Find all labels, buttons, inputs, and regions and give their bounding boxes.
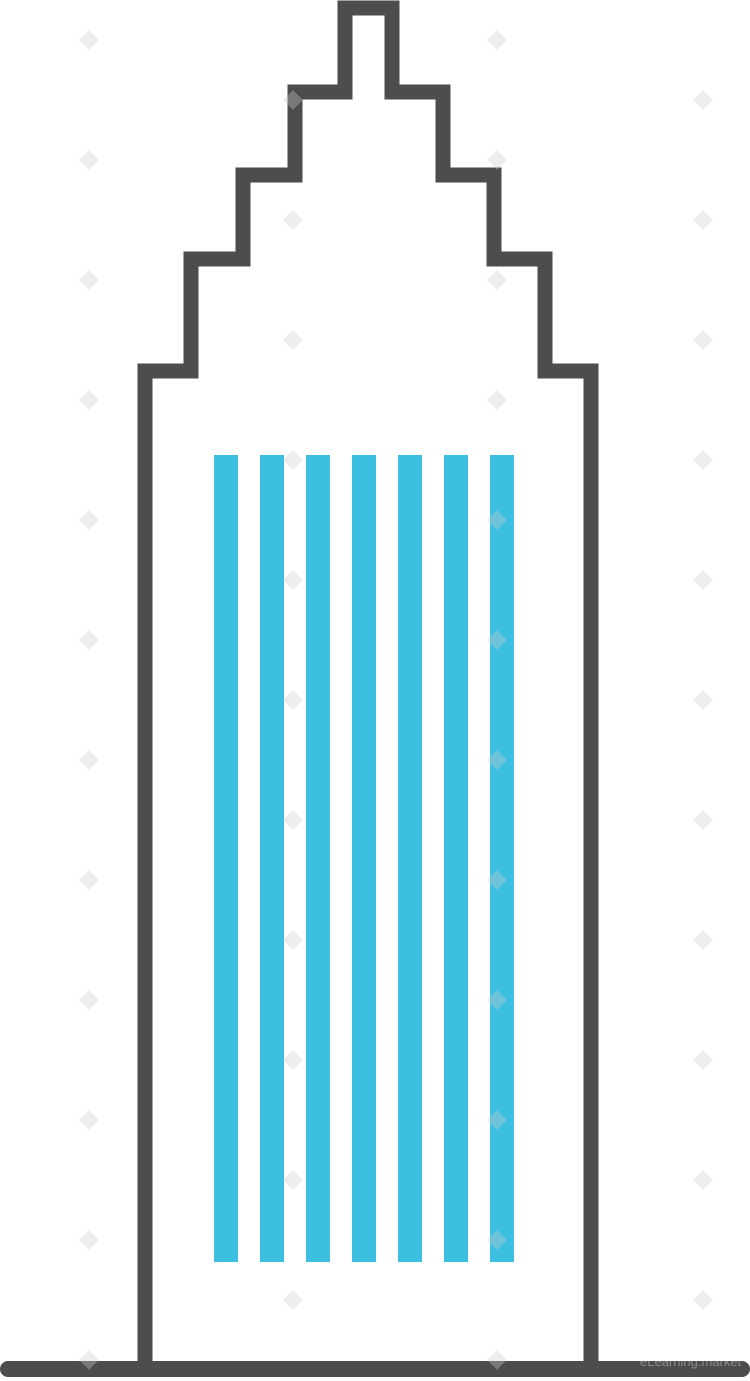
watermark-diamond [487, 1350, 507, 1370]
window-strip-6 [444, 455, 468, 1262]
watermark-diamond [487, 510, 507, 530]
watermark-diamond [283, 330, 303, 350]
window-strip-5 [398, 455, 422, 1262]
watermark-diamond [283, 450, 303, 470]
watermark-diamond [693, 330, 713, 350]
watermark-diamond [487, 390, 507, 410]
watermark-diamond [283, 810, 303, 830]
watermark-diamond [487, 990, 507, 1010]
watermark-diamond [693, 450, 713, 470]
watermark-diamond [283, 570, 303, 590]
window-strip-2 [260, 455, 284, 1262]
watermark-diamond [487, 1110, 507, 1130]
watermark-diamond [693, 90, 713, 110]
watermark-diamond [487, 630, 507, 650]
watermark-diamond [79, 1230, 99, 1250]
watermark-diamond [79, 1350, 99, 1370]
window-strip-4 [352, 455, 376, 1262]
window-strip-1 [214, 455, 238, 1262]
watermark-diamond [693, 1170, 713, 1190]
watermark-diamond [693, 930, 713, 950]
watermark-text: eLearning.market [640, 1354, 742, 1369]
watermark-diamond [693, 210, 713, 230]
watermark-diamond [487, 270, 507, 290]
watermark-diamond [283, 690, 303, 710]
watermark-diamond [283, 1290, 303, 1310]
window-strip-3 [306, 455, 330, 1262]
watermark-diamond [693, 1290, 713, 1310]
watermark-diamond [693, 1050, 713, 1070]
watermark-diamond [79, 750, 99, 770]
watermark-diamond [79, 510, 99, 530]
watermark-diamond [487, 150, 507, 170]
watermark-diamond [79, 30, 99, 50]
watermark-diamond [283, 210, 303, 230]
watermark-diamond [79, 870, 99, 890]
watermark-diamond [79, 990, 99, 1010]
watermark-diamond [487, 870, 507, 890]
window-strips [214, 455, 514, 1262]
watermark-diamond [79, 270, 99, 290]
watermark-diamond [79, 1110, 99, 1130]
watermark-diamond [693, 690, 713, 710]
watermark-diamond [283, 1170, 303, 1190]
watermark-diamond [283, 90, 303, 110]
building-outline [137, 0, 599, 1365]
watermark-diamond [693, 570, 713, 590]
watermark-diamond [487, 1230, 507, 1250]
watermark-diamond [487, 750, 507, 770]
watermark-diamond [283, 930, 303, 950]
watermark-diamond [79, 150, 99, 170]
watermark-diamond [693, 810, 713, 830]
watermark-diamond [79, 390, 99, 410]
watermark-diamond [79, 630, 99, 650]
watermark-diamond [283, 1050, 303, 1070]
window-strip-7 [490, 455, 514, 1262]
watermark-diamond [487, 30, 507, 50]
